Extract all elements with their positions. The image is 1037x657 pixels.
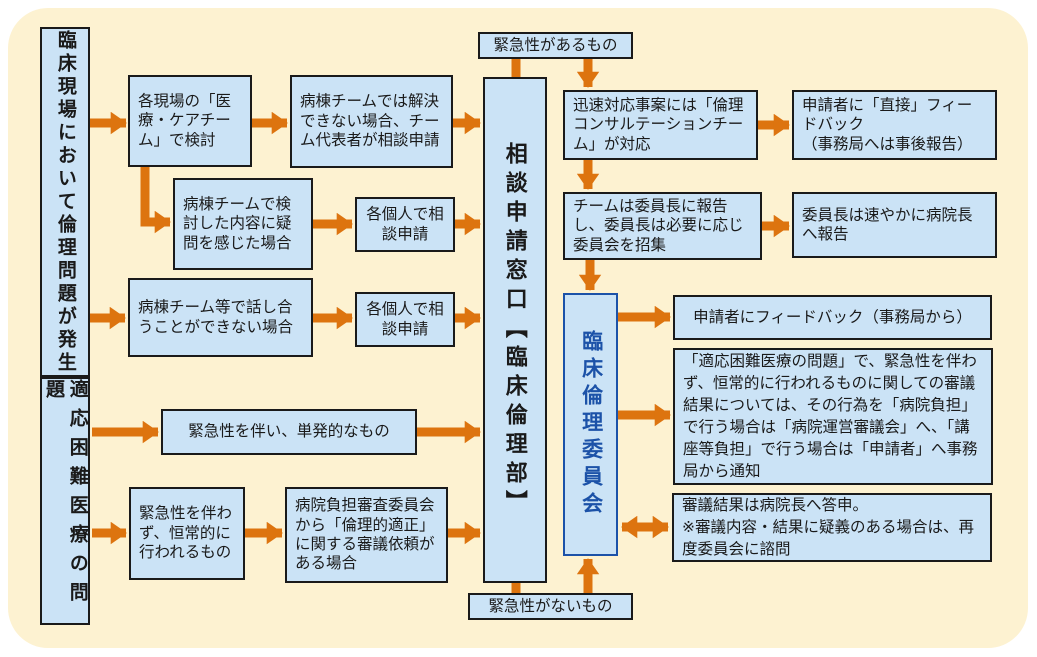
node-direct-feedback-label: 申請者に「直接」フィードバック （事務局へは事後報告）	[802, 96, 973, 153]
node-team-review-label: 各現場の「医療・ケアチーム」で検討	[138, 92, 232, 149]
node-difficult-medical-label: 適応困難医療の問題	[43, 379, 88, 611]
node-ethics-committee-label: 臨床倫理委員会	[579, 330, 603, 519]
node-single-urgent: 緊急性を伴い、単発的なもの	[161, 409, 417, 455]
node-clinical-site: 臨床現場において倫理問題が発生	[40, 27, 90, 377]
node-consultation-window: 相談申請窓口【臨床倫理部】	[483, 77, 547, 583]
node-chair-report-label: チームは委員長に報告し、委員長は必要に応じ委員会を招集	[573, 197, 744, 254]
node-cannot-discuss-label: 病棟チーム等で話し合うことができない場合	[138, 299, 294, 336]
node-not-urgent-label: 緊急性がないもの	[468, 593, 633, 620]
node-report-to-director-label: 審議結果は病院長へ答申。 ※審議内容・結果に疑義のある場合は、再度委員会に諮問	[682, 496, 974, 558]
node-individual-apply-1: 各個人で相談申請	[355, 197, 455, 252]
node-consultation-window-label: 相談申請窓口【臨床倫理部】	[502, 141, 528, 519]
node-urgent-label: 緊急性があるもの	[478, 32, 633, 59]
node-ethics-committee: 臨床倫理委員会	[563, 293, 618, 556]
node-chronic-not-urgent: 緊急性を伴わず、恒常的に行われるもの	[129, 487, 245, 580]
node-individual-apply-2-label: 各個人で相談申請	[366, 301, 444, 338]
node-hospital-burden-review: 病院負担審査委員会から「倫理的適正」に関する審議依頼がある場合	[285, 487, 448, 583]
node-single-urgent-label: 緊急性を伴い、単発的なもの	[188, 423, 390, 441]
node-chair-to-director: 委員長は速やかに病院長へ報告	[792, 192, 997, 258]
node-direct-feedback: 申請者に「直接」フィードバック （事務局へは事後報告）	[792, 90, 997, 160]
node-feedback-applicant-label: 申請者にフィードバック（事務局から）	[693, 308, 972, 326]
node-doubt-about-review: 病棟チームで検討した内容に疑問を感じた場合	[173, 178, 313, 270]
node-urgent-label-text: 緊急性があるもの	[493, 36, 618, 54]
node-chronic-not-urgent-label: 緊急性を伴わず、恒常的に行われるもの	[139, 505, 233, 562]
node-doubt-about-review-label: 病棟チームで検討した内容に疑問を感じた場合	[183, 195, 292, 252]
node-rapid-response: 迅速対応事案には「倫理コンサルテーションチーム」が対応	[563, 90, 758, 160]
node-individual-apply-1-label: 各個人で相談申請	[366, 206, 444, 243]
node-chair-report: チームは委員長に報告し、委員長は必要に応じ委員会を招集	[563, 192, 762, 260]
node-hospital-burden-review-label: 病院負担審査委員会から「倫理的適正」に関する審議依頼がある場合	[295, 497, 435, 573]
node-cannot-discuss: 病棟チーム等で話し合うことができない場合	[128, 278, 313, 357]
node-representative-apply-label: 病棟チームでは解決できない場合、チーム代表者が相談申請	[300, 93, 440, 150]
node-rapid-response-label: 迅速対応事案には「倫理コンサルテーションチーム」が対応	[573, 96, 744, 153]
node-individual-apply-2: 各個人で相談申請	[355, 292, 455, 347]
node-representative-apply: 病棟チームでは解決できない場合、チーム代表者が相談申請	[290, 75, 453, 168]
node-chair-to-director-label: 委員長は速やかに病院長へ報告	[802, 206, 973, 243]
node-not-urgent-label-text: 緊急性がないもの	[488, 597, 613, 615]
node-difficult-medical: 適応困難医療の問題	[40, 377, 90, 625]
node-deliberation-notice: 「適応困難医療の問題」で、緊急性を伴わず、恒常的に行われるものに関しての審議結果…	[673, 348, 993, 485]
node-deliberation-notice-label: 「適応困難医療の問題」で、緊急性を伴わず、恒常的に行われるものに関しての審議結果…	[683, 352, 978, 480]
node-team-review: 各現場の「医療・ケアチーム」で検討	[128, 75, 252, 167]
node-report-to-director: 審議結果は病院長へ答申。 ※審議内容・結果に疑義のある場合は、再度委員会に諮問	[672, 493, 992, 562]
node-feedback-applicant: 申請者にフィードバック（事務局から）	[673, 295, 992, 340]
node-clinical-site-label: 臨床現場において倫理問題が発生	[54, 29, 76, 375]
